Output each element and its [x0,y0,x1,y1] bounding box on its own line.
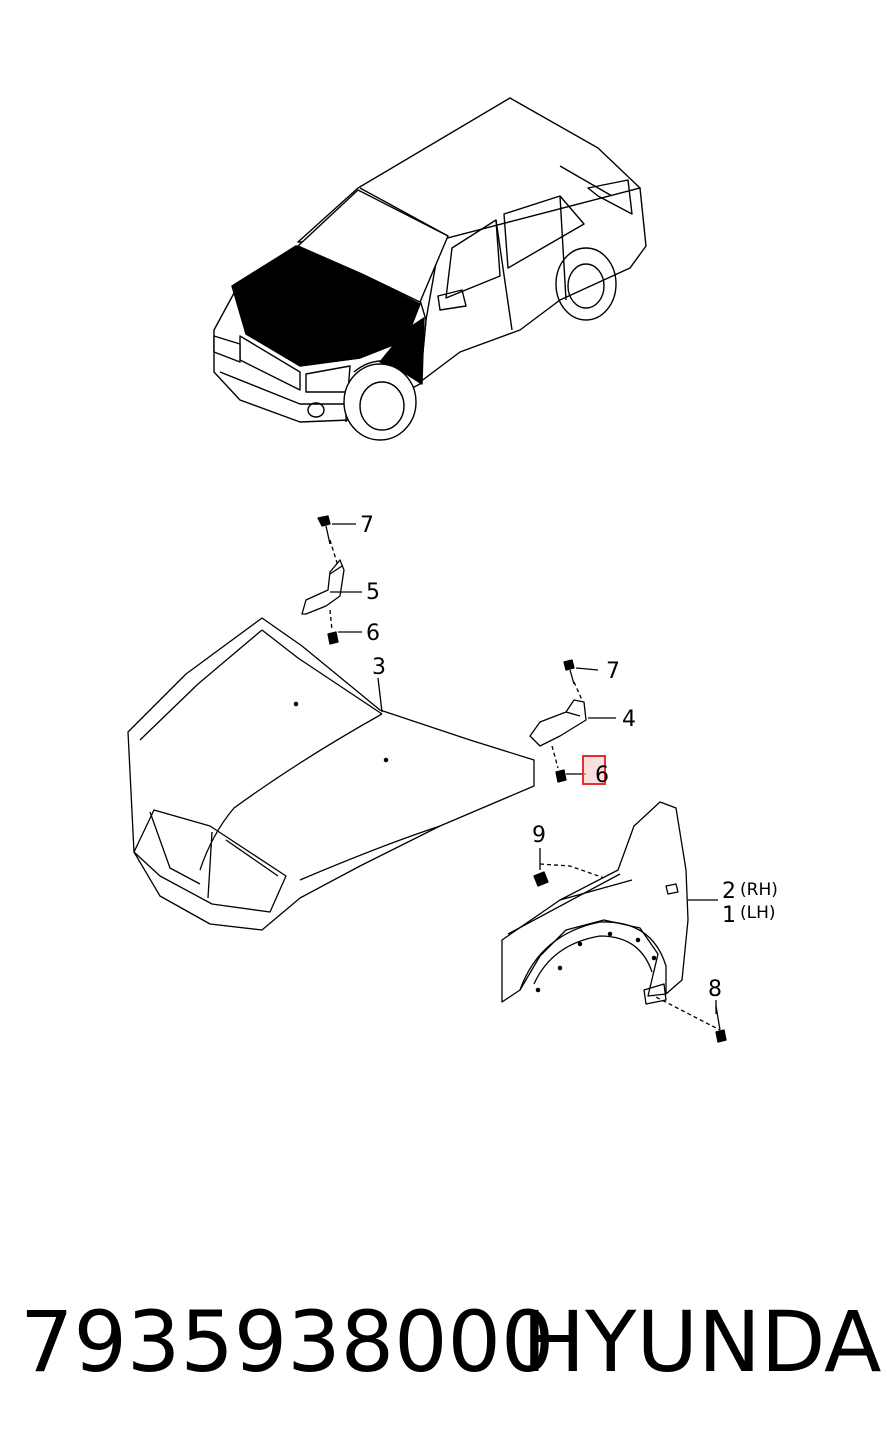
vehicle-illustration [213,97,647,441]
bolt-8 [715,1005,727,1043]
bolt-6-right [555,769,567,783]
bolt-7-upper-right [563,659,575,685]
callout-5: 5 [366,580,380,605]
fender-panel [501,801,689,1005]
part-number: 7935938000 [20,1293,555,1391]
nut-9 [533,871,549,887]
callout-7-upper-left: 7 [360,513,374,538]
callout-1: 1 [722,903,736,928]
callout-7-upper-right: 7 [606,659,620,684]
callout-highlight [582,755,606,785]
callout-6-left: 6 [366,621,380,646]
bolt-6-left [327,631,339,645]
bolt-7-upper-left [317,515,331,545]
callout-2: 2 [722,879,736,904]
callout-6-right: 6 [595,763,609,788]
callout-9: 9 [532,823,546,848]
hinge-right [529,699,587,747]
callout-2-note: (RH) [740,880,778,900]
callout-4: 4 [622,707,636,732]
hinge-left [301,559,345,615]
callout-1-note: (LH) [740,903,776,923]
callout-8: 8 [708,977,722,1002]
hood-panel [127,617,535,931]
brand-name: HYUNDAI [522,1293,887,1391]
exploded-parts [127,515,727,1043]
callout-3: 3 [372,655,386,680]
